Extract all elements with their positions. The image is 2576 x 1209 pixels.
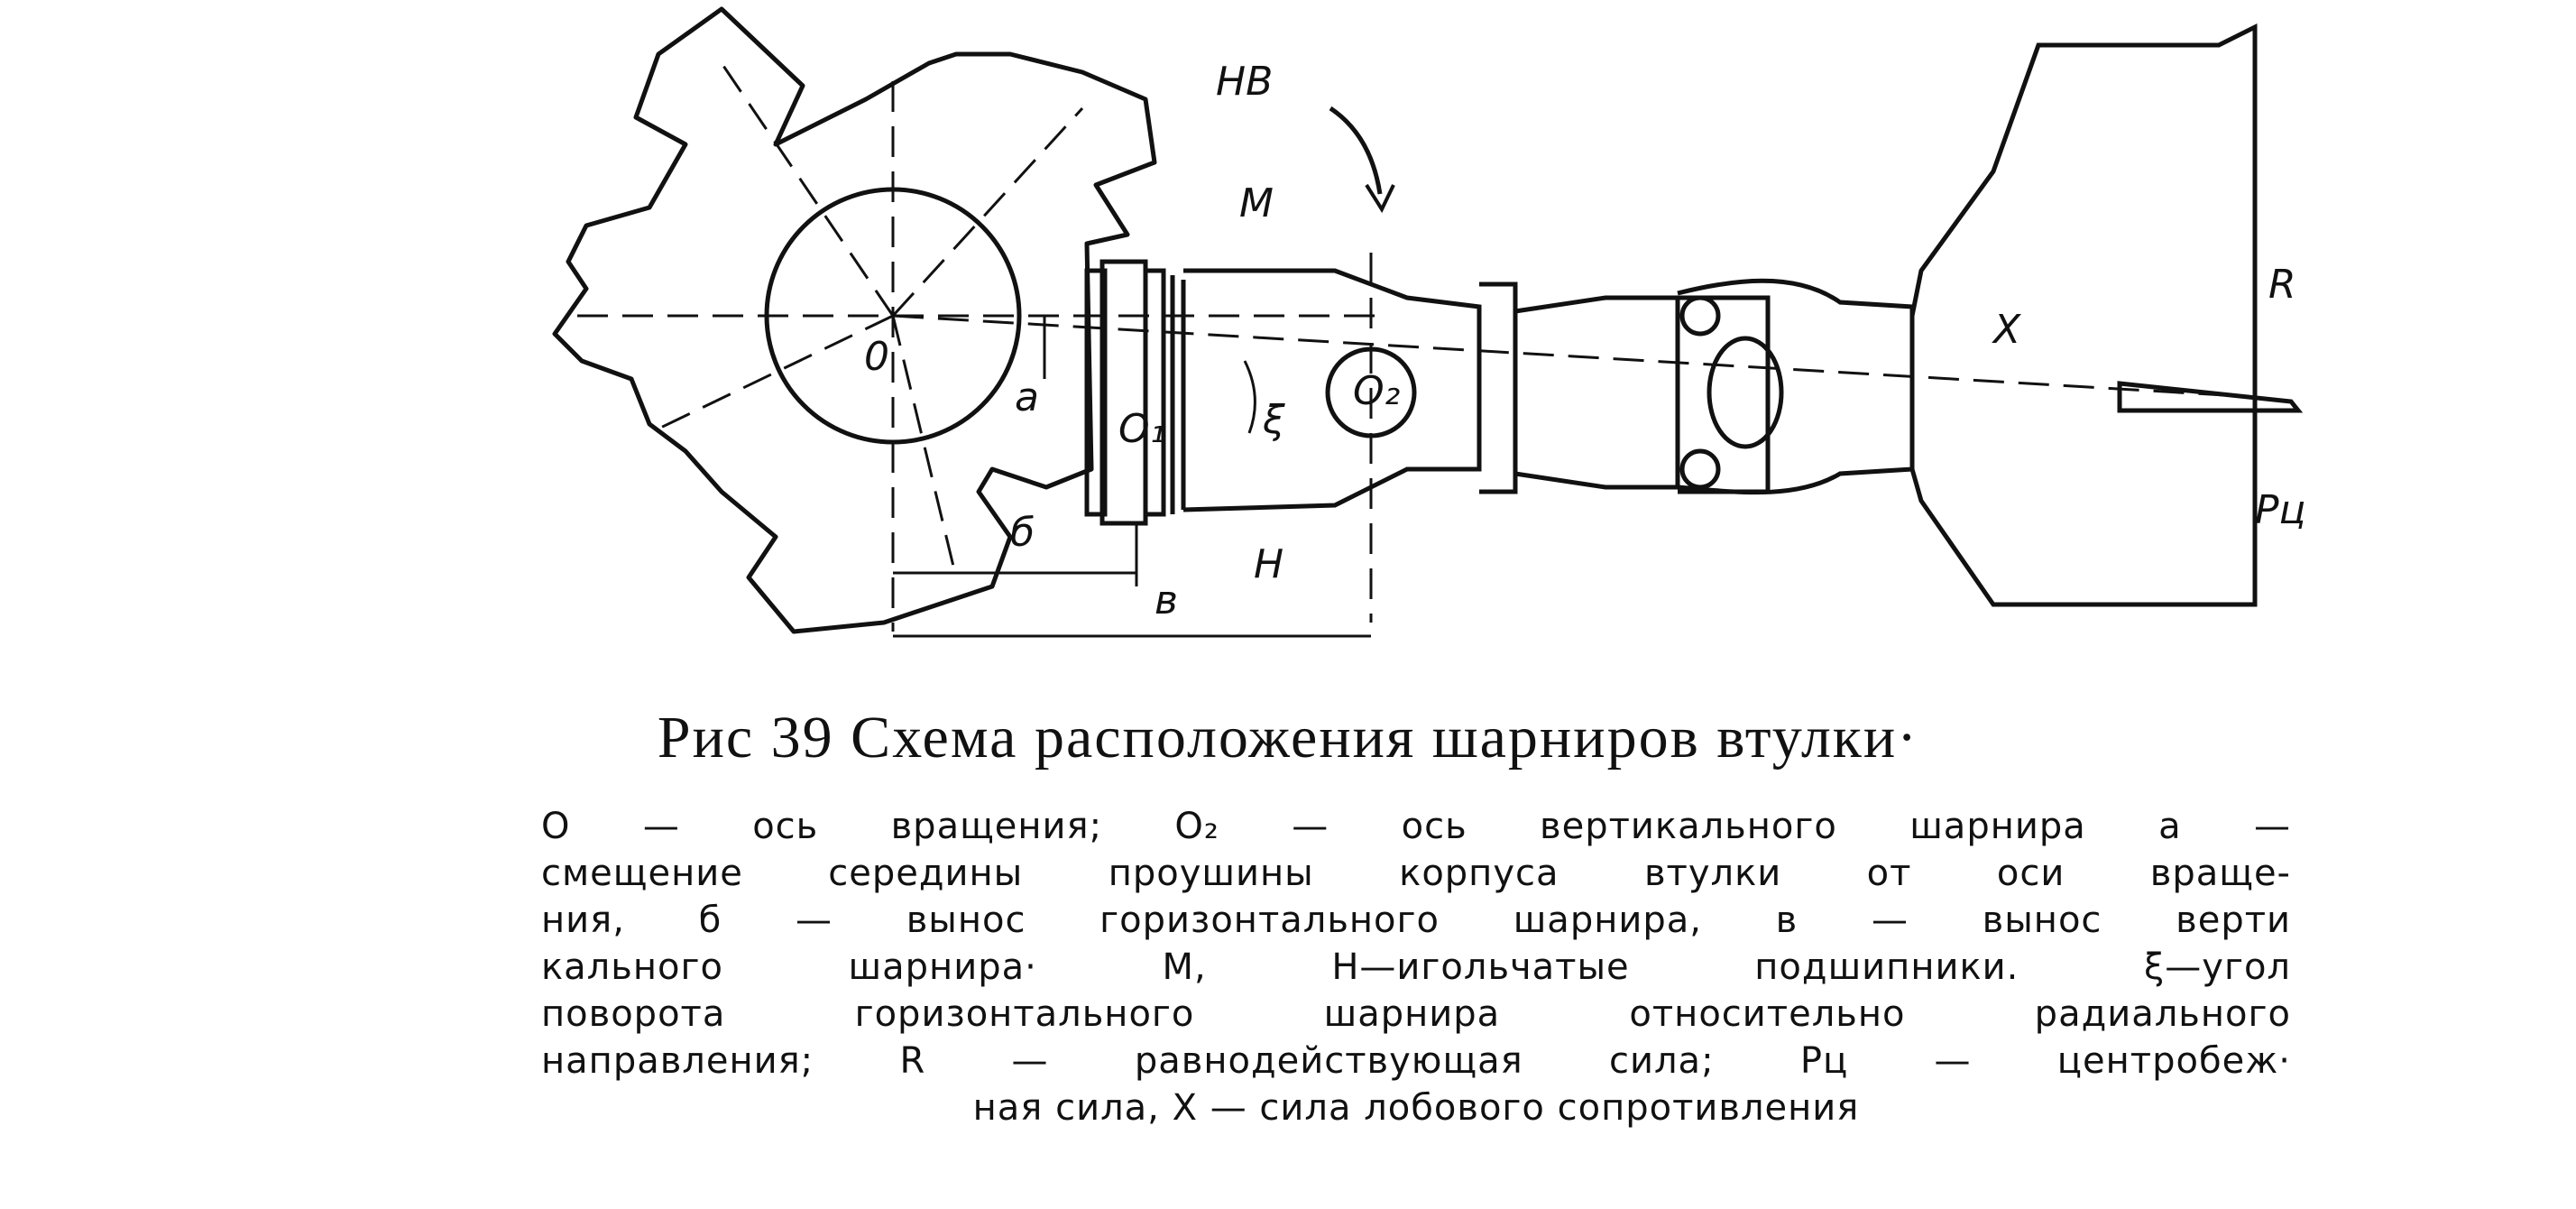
label-m: М [1239, 180, 1274, 226]
label-o2: O₂ [1353, 368, 1400, 414]
label-xi: ξ [1262, 397, 1285, 443]
label-hv: НВ [1216, 59, 1273, 105]
caption-line: ния, б — вынос горизонтального шарнира, … [541, 900, 2291, 941]
caption-line: ная сила, X — сила лобового сопротивлени… [972, 1087, 1860, 1129]
caption-line: направления; R — равнодействующая сила; … [541, 1040, 2291, 1082]
label-o: 0 [864, 334, 889, 380]
label-pc: Pц [2255, 487, 2305, 533]
caption-line: поворота горизонтального шарнира относит… [541, 993, 2291, 1035]
label-v: в [1155, 577, 1178, 623]
hinge-scheme-drawing: НВ М Н 0 O₁ O₂ a ξ б в X R Pц [552, 6, 2305, 638]
label-r: R [2268, 262, 2296, 308]
caption-line: O — ось вращения; O₂ — ось вертикального… [541, 806, 2291, 847]
horizontal-hinge-pin [1099, 259, 1148, 526]
caption-line: смещение середины проушины корпуса втулк… [541, 853, 2291, 894]
label-o1: O₁ [1118, 406, 1165, 452]
label-b: б [1010, 510, 1035, 556]
caption-line: кального шарнира· М, Н—игольчатые подшип… [541, 946, 2291, 988]
figure-caption-body: O — ось вращения; O₂ — ось вертикального… [541, 803, 2291, 1131]
blade [1909, 23, 2258, 607]
figure-caption-title: Рис 39 Схема расположения шарниров втулк… [657, 705, 1919, 771]
label-a: a [1015, 374, 1039, 420]
hub-housing [552, 6, 1157, 634]
vertical-hinge-o2 [1325, 346, 1417, 438]
blade-root-sleeve [1479, 281, 1518, 494]
connecting-link [1182, 268, 1482, 512]
label-n: Н [1254, 541, 1283, 587]
label-x: X [1992, 307, 2021, 353]
